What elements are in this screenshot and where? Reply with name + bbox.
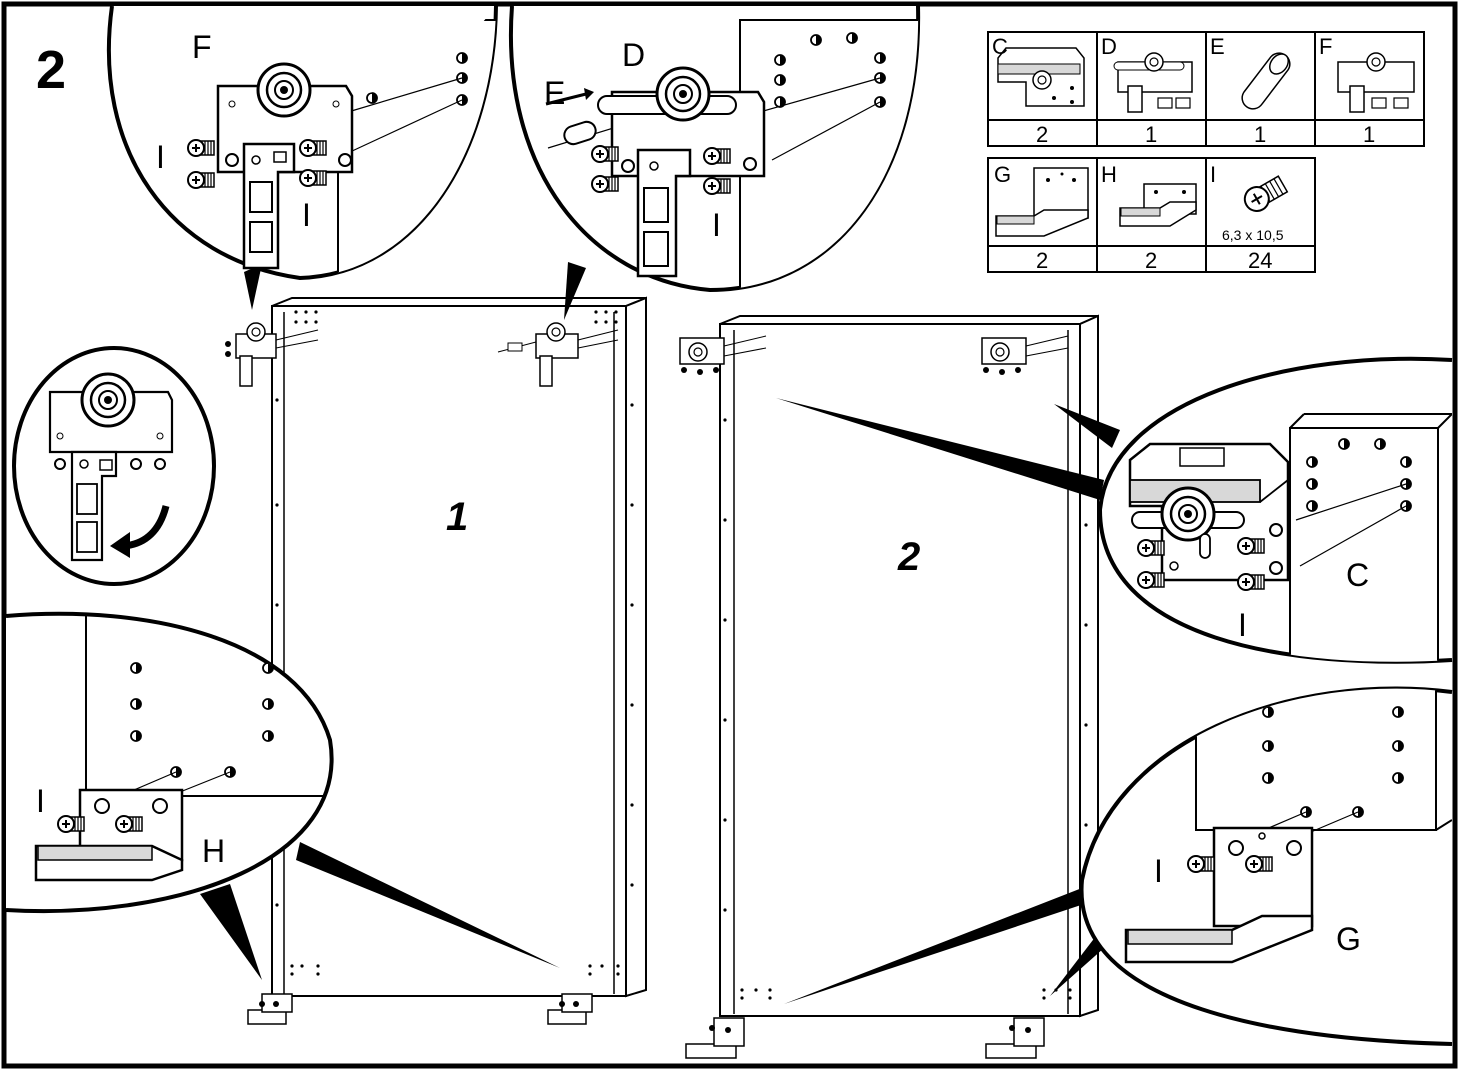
part-h-icon xyxy=(1119,183,1197,227)
callout-part-h: I H xyxy=(5,611,334,913)
part-i-qty: 24 xyxy=(1248,248,1272,273)
mini-part-g-right xyxy=(985,1017,1045,1059)
mini-part-h-right xyxy=(547,993,593,1025)
part-f-icon xyxy=(1337,52,1415,113)
callout-d-screw: I xyxy=(712,207,721,243)
part-g-icon xyxy=(995,167,1089,237)
part-h-qty: 2 xyxy=(1145,248,1157,273)
part-c-icon xyxy=(997,47,1085,107)
panel-1: 1 xyxy=(225,296,647,1025)
panel-2: 2 xyxy=(679,314,1099,1059)
part-i-spec: 6,3 x 10,5 xyxy=(1222,227,1284,243)
part-e-qty: 1 xyxy=(1254,122,1266,147)
step-number: 2 xyxy=(36,40,66,100)
callout-c-letter: C xyxy=(1346,557,1369,593)
part-i-letter: I xyxy=(1210,162,1216,187)
part-d-icon xyxy=(1113,52,1193,113)
callout-pointers xyxy=(200,262,1120,1004)
callout-f-screw-right: I xyxy=(302,197,311,233)
callout-part-g: I G xyxy=(1079,686,1453,1046)
part-g-letter: G xyxy=(994,162,1011,187)
part-e-letter: E xyxy=(1210,34,1225,59)
part-d-letter: D xyxy=(1101,34,1117,59)
part-d-qty: 1 xyxy=(1145,122,1157,147)
callout-d-letter: D xyxy=(622,37,645,73)
mini-part-c-left xyxy=(679,335,767,375)
callout-h-letter: H xyxy=(202,833,225,869)
part-f-letter: F xyxy=(1319,34,1332,59)
part-h-letter: H xyxy=(1101,162,1117,187)
panel-1-label: 1 xyxy=(446,495,468,539)
mini-part-g-left xyxy=(685,1017,745,1059)
part-e-icon xyxy=(1241,52,1291,110)
callout-g-letter: G xyxy=(1336,921,1361,957)
callout-c-screw: I xyxy=(1238,607,1247,643)
callout-e-letter: E xyxy=(544,75,565,111)
callout-part-f: F I I xyxy=(106,5,498,281)
part-c-qty: 2 xyxy=(1036,122,1048,147)
callout-h-screw: I xyxy=(36,783,45,819)
mini-part-d xyxy=(497,322,619,387)
callout-f-letter: F xyxy=(192,29,212,65)
mini-part-c-right xyxy=(981,335,1069,375)
mini-part-h-left xyxy=(247,993,293,1025)
parts-table: C D E F 2 1 1 1 xyxy=(987,31,1425,273)
callout-part-c: C I xyxy=(1097,356,1453,664)
callout-f-screw-left: I xyxy=(156,139,165,175)
callout-g-screw: I xyxy=(1154,853,1163,889)
part-c-letter: C xyxy=(992,34,1008,59)
mini-part-f xyxy=(225,322,319,387)
part-g-qty: 2 xyxy=(1036,248,1048,273)
part-i-icon xyxy=(1243,175,1289,212)
callout-part-d: D E I xyxy=(508,5,921,293)
rotation-detail xyxy=(12,346,216,586)
panel-2-label: 2 xyxy=(897,535,920,579)
part-f-qty: 1 xyxy=(1363,122,1375,147)
